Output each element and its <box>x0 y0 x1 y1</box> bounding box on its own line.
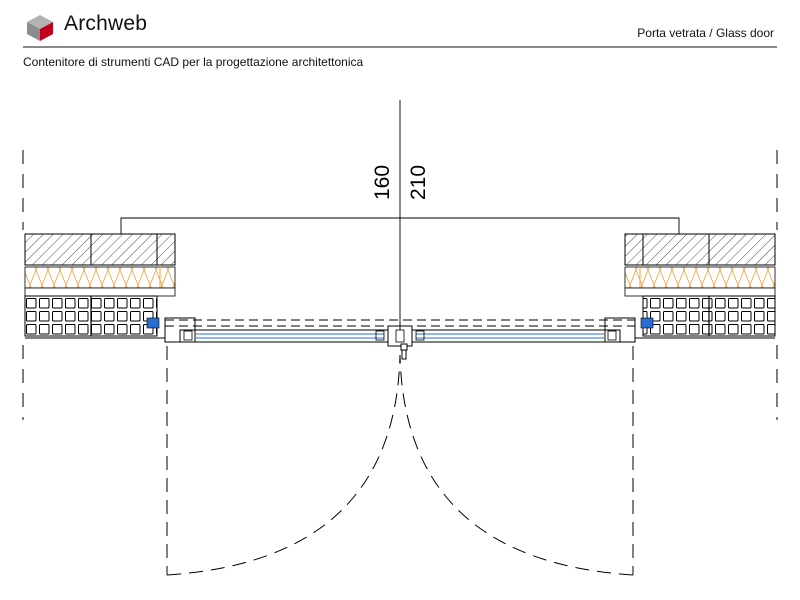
brand-name: Archweb <box>64 12 148 35</box>
wall-outline-dashes <box>22 150 778 420</box>
door-swing <box>166 346 634 576</box>
archweb-logo-icon <box>27 15 53 41</box>
subtitle: Contenitore di strumenti CAD per la prog… <box>23 55 364 69</box>
header: Archweb Porta vetrata / Glass door Conte… <box>0 0 800 70</box>
header-rule <box>23 46 777 48</box>
door-handle-icon <box>400 343 408 360</box>
right-wall <box>604 233 776 343</box>
door-leaves <box>165 319 635 347</box>
dimension-lines <box>120 100 680 330</box>
left-wall <box>24 233 196 343</box>
document-title: Porta vetrata / Glass door <box>637 26 774 40</box>
dimension-height: 210 <box>407 165 430 200</box>
dimension-width: 160 <box>371 165 394 200</box>
